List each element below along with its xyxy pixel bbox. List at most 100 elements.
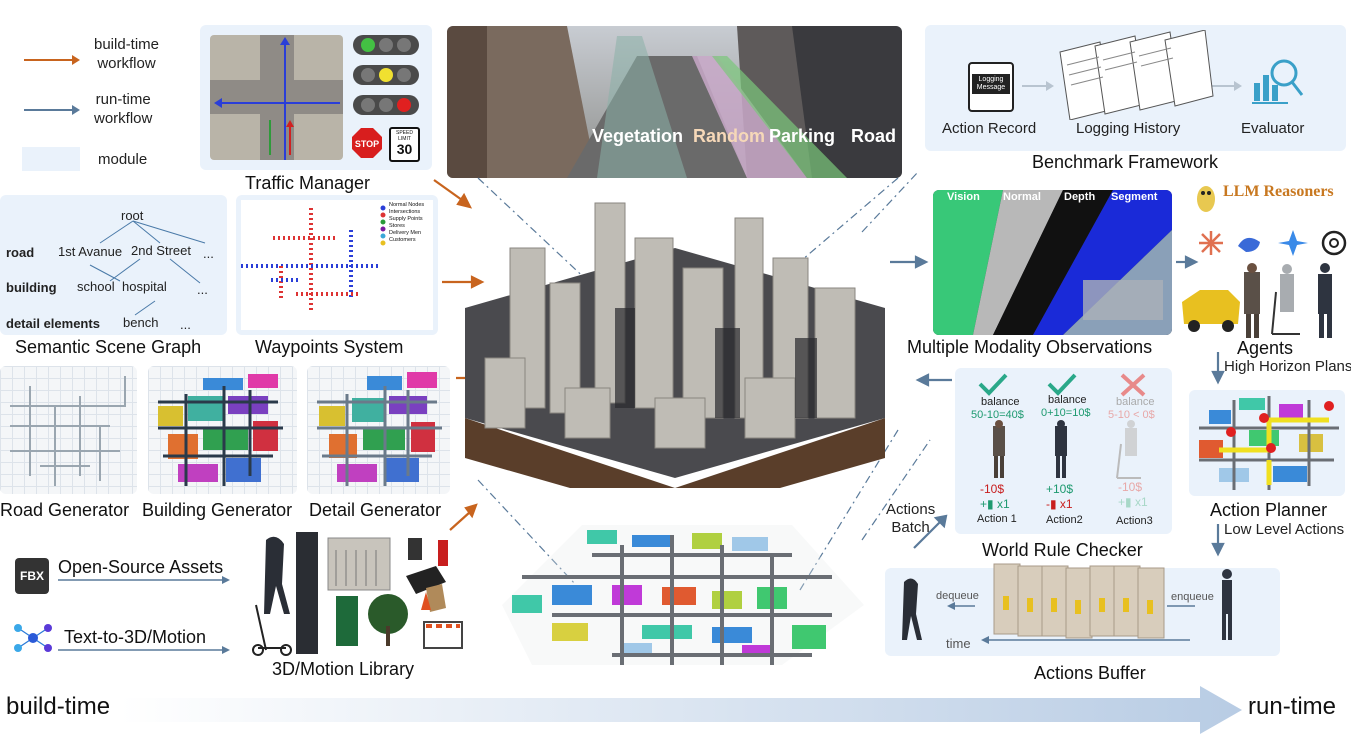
speed-limit-number: 30 — [396, 141, 413, 157]
low-level-label: Low Level Actions — [1224, 521, 1345, 538]
build-time-label: build-time — [6, 693, 111, 720]
street-label-random: Random — [693, 126, 765, 146]
rule-3-balance: balance — [1116, 396, 1155, 408]
detail-generator-module — [307, 366, 450, 494]
waypoints-system-label: Waypoints System — [255, 337, 404, 357]
road-generator-module — [0, 366, 137, 494]
high-horizon-label: High Horizon Plans — [1224, 358, 1351, 375]
scene-school: school — [77, 279, 115, 294]
semantic-scene-graph-module — [0, 195, 227, 335]
rule-2-item: -▮ x1 — [1046, 497, 1073, 511]
svg-text:STOP: STOP — [355, 139, 379, 149]
scene-detail: detail elements — [6, 316, 100, 331]
evaluator-icon — [1252, 59, 1304, 104]
time-label: time — [946, 636, 971, 651]
modality-tab-segment: Segment — [1111, 191, 1158, 203]
multiple-modality-label: Multiple Modality Observations — [907, 337, 1153, 357]
text-to-3d-label: Text-to-3D/Motion — [64, 627, 207, 647]
action-record-label: Action Record — [942, 120, 1037, 137]
logging-message-text: Logging Message — [972, 74, 1010, 94]
world-rule-checker-label: World Rule Checker — [982, 540, 1143, 560]
benchmark-framework-label: Benchmark Framework — [1032, 152, 1219, 172]
intersection-image — [210, 35, 343, 160]
timeline-arrow — [120, 686, 1242, 734]
legend-module-label: module — [98, 151, 148, 168]
legend-build-arrow — [24, 55, 80, 65]
building-generator-module — [148, 366, 297, 494]
buffer-figures — [902, 563, 1232, 640]
rule-3-expr: 5-10 < 0$ — [1108, 409, 1155, 421]
city-map-image — [492, 515, 874, 667]
enqueue-label: enqueue — [1171, 591, 1214, 603]
text-to-3d-arrow — [58, 646, 230, 654]
modality-tab-vision: Vision — [947, 191, 980, 203]
rule-3-name: Action3 — [1116, 515, 1153, 527]
scene-graph-edges — [89, 220, 206, 316]
scene-dots-3: ... — [180, 317, 191, 332]
legend-build-label: build-time workflow — [94, 36, 160, 72]
fbx-icon: FBX — [15, 558, 49, 594]
dequeue-label: dequeue — [936, 590, 979, 602]
speed-limit-top: SPEED LIMIT — [396, 130, 413, 142]
motion-library-label: 3D/Motion Library — [272, 659, 415, 679]
traffic-lights-icon — [353, 35, 419, 115]
check-icon-2 — [1047, 373, 1077, 396]
buffer-arrows — [947, 602, 1195, 644]
scene-road: road — [6, 245, 35, 260]
road-generator-label: Road Generator — [0, 500, 130, 520]
city-block-image — [455, 188, 893, 518]
scene-root: root — [121, 208, 144, 223]
action-planner-module — [1189, 390, 1345, 496]
cross-icon-3 — [1120, 373, 1146, 397]
rule-1-balance: balance — [981, 396, 1020, 408]
rule-2-cost: +10$ — [1046, 482, 1074, 496]
scene-bench: bench — [123, 315, 159, 330]
rule-2-expr: 0+10=10$ — [1041, 407, 1091, 419]
actions-batch-label: Actions Batch — [886, 501, 936, 536]
rule-3-cost: -10$ — [1118, 480, 1143, 494]
llm-reasoners-text: LLM Reasoners — [1223, 183, 1334, 200]
scene-dots-2: ... — [197, 282, 208, 297]
stop-sign-icon: STOP — [352, 128, 382, 158]
traffic-manager-label: Traffic Manager — [245, 173, 371, 193]
scene-street: 2nd Street — [131, 243, 191, 258]
legend-run-arrow — [24, 105, 80, 115]
rule-2-balance: balance — [1048, 394, 1087, 406]
llm-logos-icons — [1199, 230, 1347, 256]
neural-net-icon — [14, 624, 52, 652]
legend-run-label: run-time workflow — [94, 91, 153, 127]
evaluator-label: Evaluator — [1241, 120, 1305, 137]
rule-1-cost: -10$ — [980, 482, 1005, 496]
agents-figures — [1182, 263, 1332, 338]
building-generator-label: Building Generator — [142, 500, 293, 520]
semantic-scene-graph-label: Semantic Scene Graph — [15, 337, 202, 357]
logging-history-label: Logging History — [1076, 120, 1181, 137]
street-label-parking: Parking — [769, 126, 836, 146]
rule-figures — [993, 420, 1141, 479]
street-label-road: Road — [851, 126, 896, 146]
rule-1-name: Action 1 — [977, 513, 1017, 525]
detail-generator-label: Detail Generator — [309, 500, 442, 520]
logging-message-icon: Logging Message — [968, 62, 1014, 112]
agents-label: Agents — [1237, 338, 1294, 358]
actions-buffer-label: Actions Buffer — [1034, 663, 1146, 683]
run-time-label: run-time — [1248, 693, 1337, 720]
logging-flow-arrows — [1022, 81, 1242, 91]
street-label-vegetation: Vegetation — [592, 126, 684, 146]
logging-history-pages — [1059, 30, 1214, 120]
rule-1-expr: 50-10=40$ — [971, 409, 1024, 421]
rule-1-item: +▮ x1 — [980, 497, 1010, 511]
rule-2-name: Action2 — [1046, 514, 1083, 526]
modality-tab-depth: Depth — [1064, 191, 1096, 203]
action-planner-label: Action Planner — [1210, 500, 1328, 520]
llm-reasoners-logo: LLM Reasoners — [1194, 177, 1344, 215]
legend-module-swatch — [22, 147, 80, 171]
open-source-assets-label: Open-Source Assets — [58, 557, 224, 577]
scene-avenue: 1st Avanue — [58, 244, 123, 259]
check-icon-1 — [978, 373, 1008, 396]
scene-building: building — [6, 280, 57, 295]
speed-limit-sign: SPEED LIMIT 30 — [389, 127, 420, 162]
